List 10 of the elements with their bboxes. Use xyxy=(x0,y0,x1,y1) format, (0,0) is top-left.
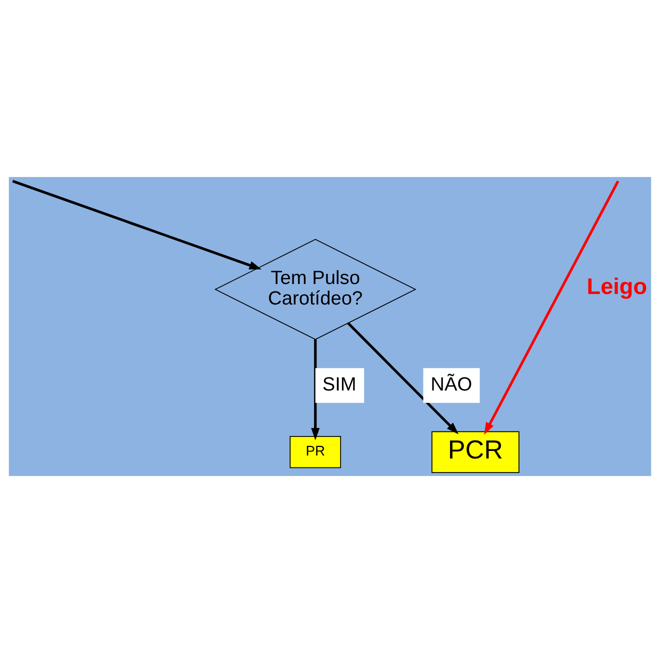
arrow xyxy=(484,180,620,434)
edge-label: SIM xyxy=(322,374,356,395)
node-box: PCR xyxy=(432,430,520,472)
arrow xyxy=(12,179,262,269)
node-diamond: Tem Pulso Carotídeo? xyxy=(214,238,416,340)
node-box: PR xyxy=(290,435,342,468)
arrow xyxy=(311,338,320,440)
edge-label: NÃO xyxy=(430,374,472,395)
arrow xyxy=(347,322,459,434)
edge-label: Leigo xyxy=(586,274,648,299)
